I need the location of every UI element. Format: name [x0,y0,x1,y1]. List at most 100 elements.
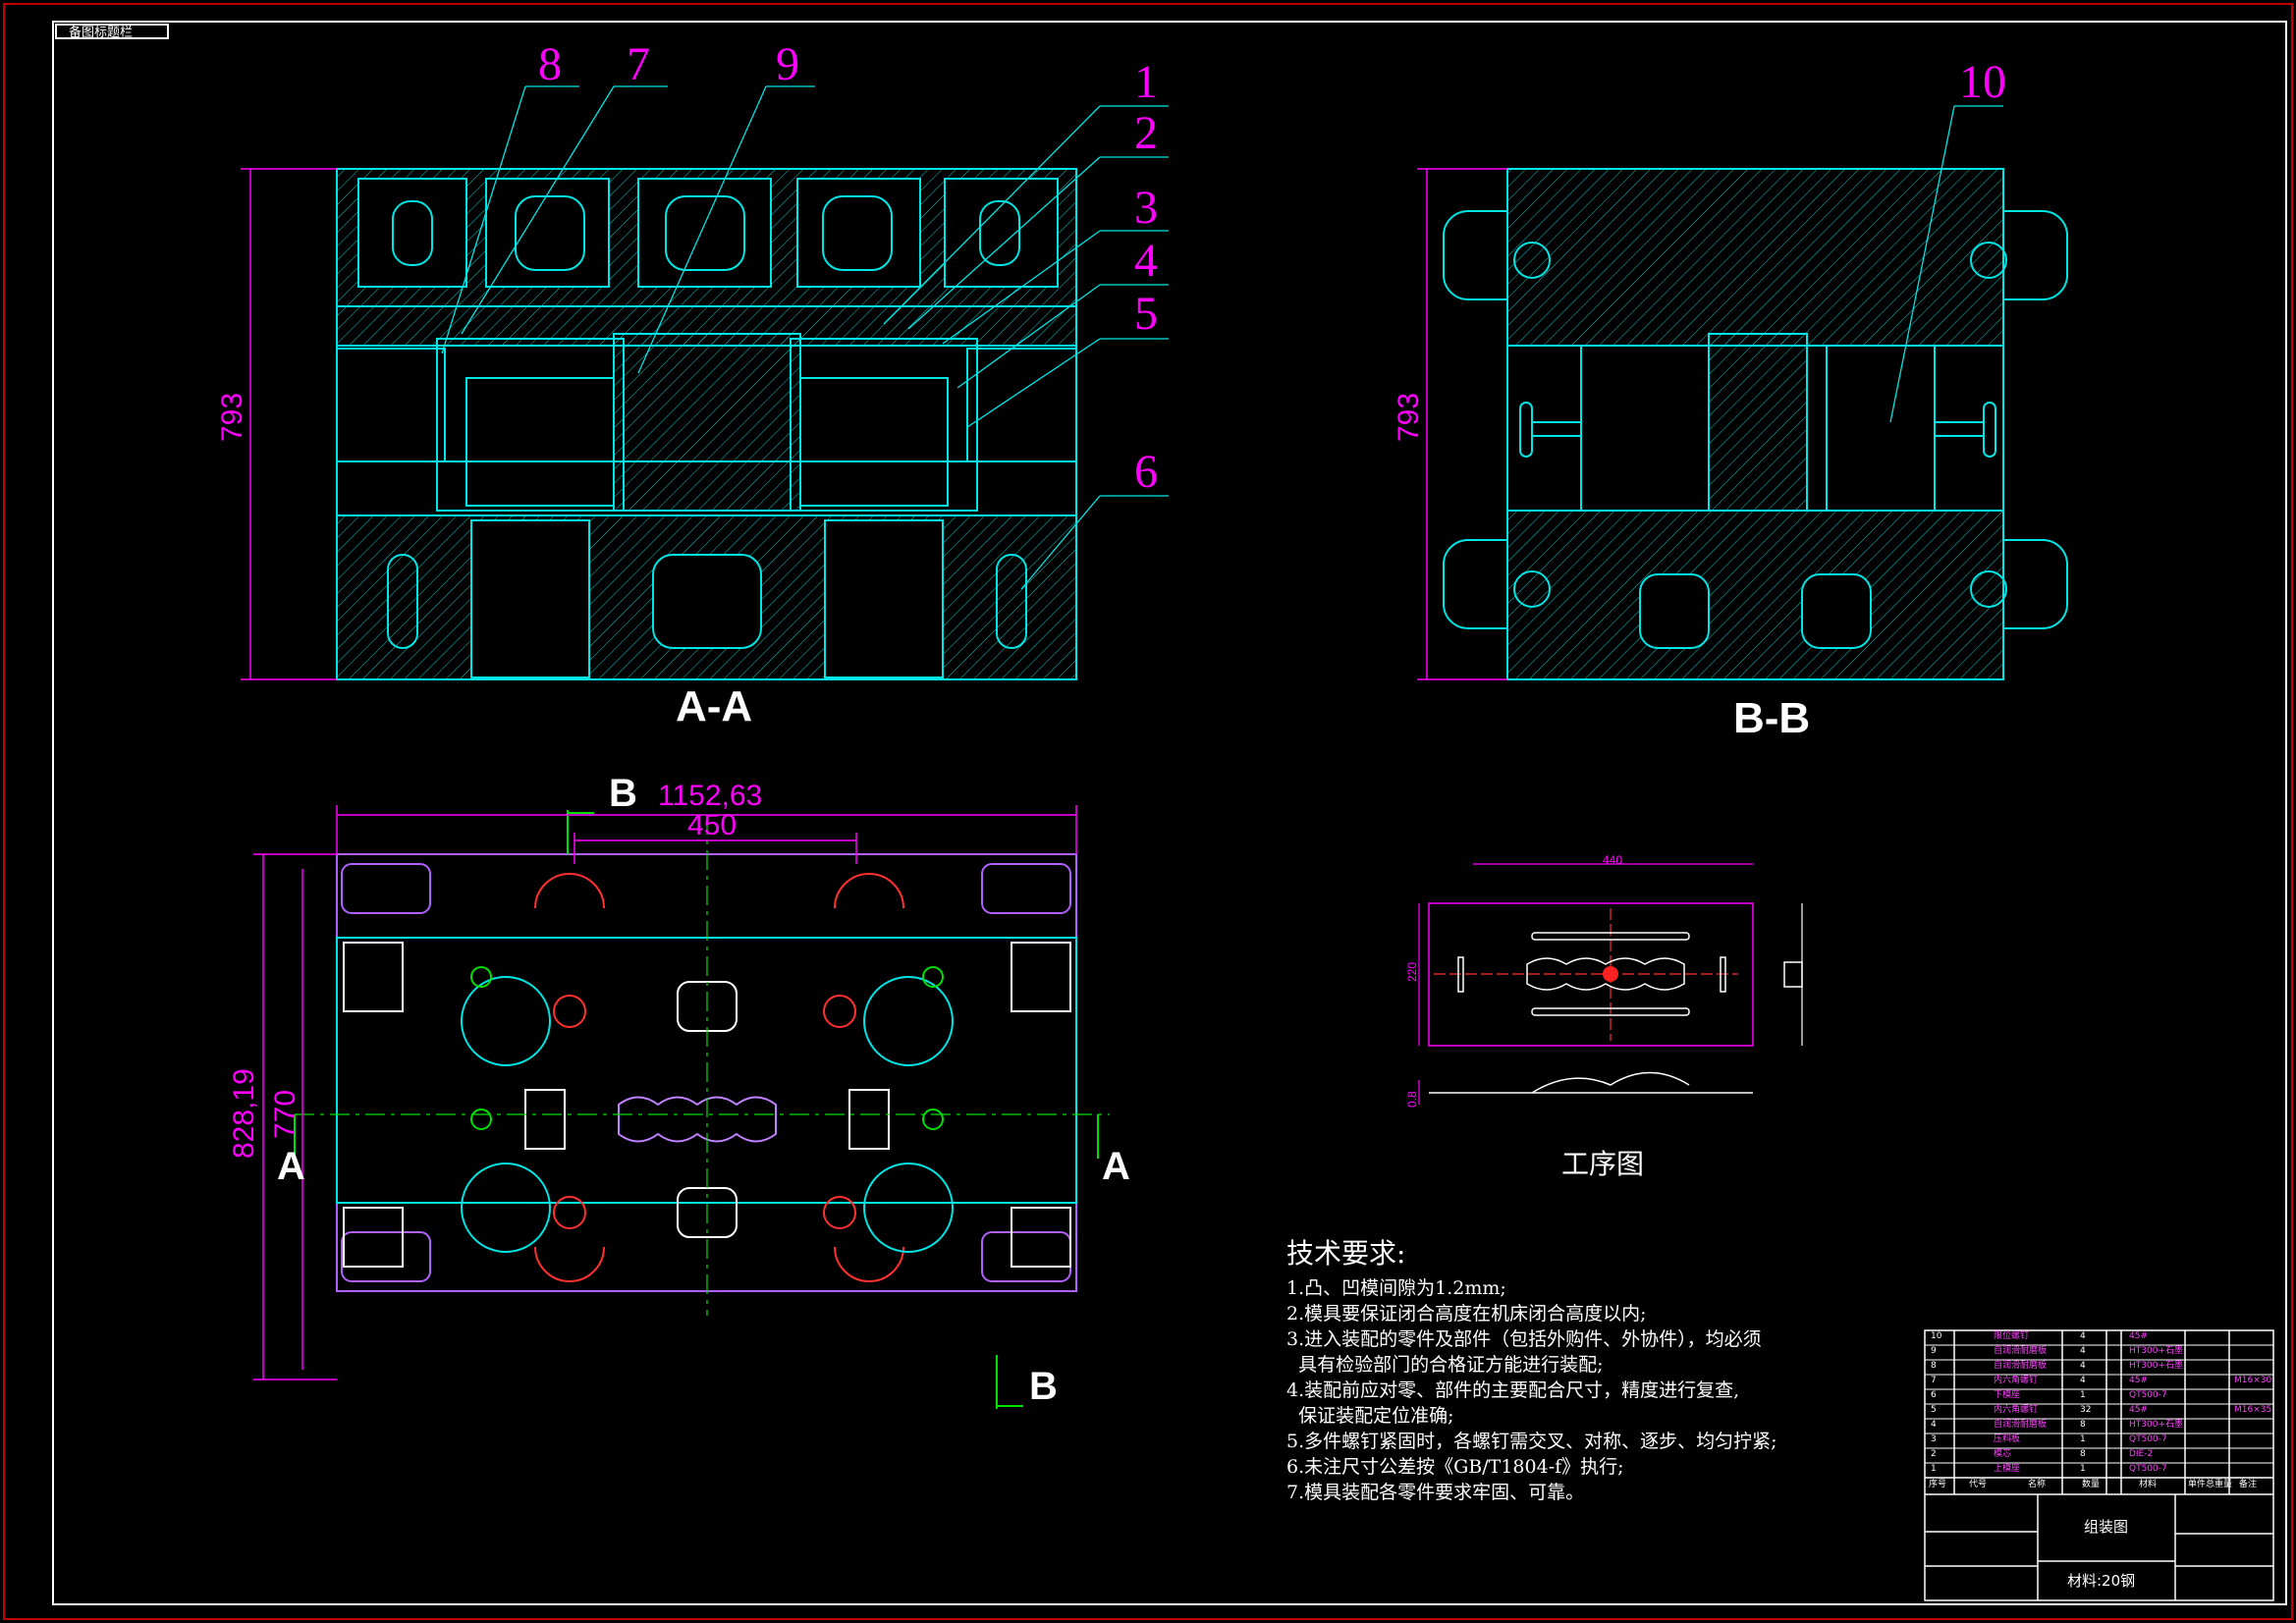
bom-cell: DIE-2 [2129,1449,2154,1459]
bom-cell: 1 [2080,1434,2086,1444]
cut-b-top-label: B [609,772,637,815]
inner-frame [52,21,2287,1605]
process-title: 工序图 [1561,1148,1645,1180]
bom-cell: 45# [2129,1331,2148,1341]
bom-cell: 模芯 [1994,1449,2012,1459]
drawing-material: 材料:20钢 [2067,1572,2136,1590]
bom-cell: 内六角螺钉 [1994,1376,2039,1385]
bom-cell: 3 [1931,1434,1937,1444]
bom-cell: 9 [1931,1346,1937,1356]
requirement-line: 6.未注尺寸公差按《GB/T1804-f》执行; [1286,1456,1624,1478]
process-view [1418,863,1803,1105]
balloon-1: 1 [1134,56,1158,108]
plan-depth-dim: 828,19 [228,1068,260,1159]
section-aa-dim [241,168,337,680]
plan-inner-depth-dim: 770 [269,1089,301,1139]
bom-cell: 5 [1931,1405,1937,1415]
balloon-leaders [441,85,2003,590]
bom-cell: M16×35 [2234,1405,2272,1415]
bom-cell: 8 [2080,1420,2086,1430]
bom-cell: 压料板 [1994,1434,2021,1444]
section-aa-label: A-A [676,682,753,730]
title-block [1924,1329,2274,1601]
balloon-4: 4 [1134,235,1158,287]
bom-cell: 10 [1931,1331,1942,1341]
bom-cell: 自润滑耐磨板 [1994,1420,2048,1430]
balloon-2: 2 [1134,107,1158,159]
bom-header-cell: 材料 [2139,1480,2158,1489]
bom-cell: 限位螺钉 [1994,1331,2030,1341]
requirement-line: 保证装配定位准确; [1286,1405,1454,1427]
bom-cell: 自润滑耐磨板 [1994,1346,2048,1356]
bom-cell: 4 [2080,1331,2086,1341]
bom-cell: 1 [1931,1464,1937,1474]
cut-a-left-label: A [277,1145,305,1188]
requirement-line: 具有检验部门的合格证方能进行装配; [1286,1354,1604,1376]
proc-width-dim: 440 [1603,853,1623,867]
outer-frame [3,3,2293,1620]
bom-header-cell: 单件总重量 [2188,1480,2233,1489]
bom-cell: 45# [2129,1376,2148,1385]
bom-cell: 2 [1931,1449,1937,1459]
plan-inner-dim: 450 [687,809,738,841]
plan-width-dim: 1152,63 [658,780,763,812]
bom-cell: 内六角螺钉 [1994,1405,2039,1415]
bom-header-cell: 序号 [1929,1480,1947,1489]
requirement-line: 2.模具要保证闭合高度在机床闭合高度以内; [1286,1303,1647,1325]
bom-cell: 4 [2080,1376,2086,1385]
requirements-title: 技术要求: [1286,1237,1406,1270]
section-bb-label: B-B [1733,694,1811,742]
bom-cell: 下模座 [1994,1390,2021,1400]
bom-cell: 上模座 [1994,1464,2021,1474]
aa-height-dim: 793 [216,392,248,442]
bom-cell: HT300+石墨 [2129,1361,2183,1371]
balloon-6: 6 [1134,446,1158,498]
balloon-3: 3 [1134,182,1158,234]
requirement-line: 4.装配前应对零、部件的主要配合尺寸，精度进行复查, [1286,1380,1740,1401]
bom-cell: 45# [2129,1405,2148,1415]
cut-b-bottom-label: B [1029,1365,1058,1408]
plan-view [294,810,1110,1409]
requirement-line: 3.进入装配的零件及部件（包括外购件、外协件），均必须 [1286,1328,1762,1350]
section-bb-dim [1417,168,1507,680]
bom-cell: 32 [2080,1405,2092,1415]
proc-depth-dim: 220 [1405,961,1419,982]
bom-cell: QT500-7 [2129,1390,2167,1400]
bom-cell: 8 [2080,1449,2086,1459]
bb-height-dim: 793 [1393,392,1425,442]
bom-header-cell: 名称 [2028,1480,2047,1489]
bom-header-cell: 代号 [1969,1480,1988,1489]
bom-cell: 4 [2080,1346,2086,1356]
bom-cell: 自润滑耐磨板 [1994,1361,2048,1371]
plan-dims [253,805,1077,1380]
balloon-9: 9 [776,38,799,90]
bom-cell: M16×30 [2234,1376,2272,1385]
bom-cell: 7 [1931,1376,1937,1385]
bom-cell: 6 [1931,1390,1937,1400]
bom-cell: 1 [2080,1390,2086,1400]
requirement-line: 7.模具装配各零件要求牢固、可靠。 [1286,1482,1585,1503]
corner-title-tab: 备图标题栏 [55,24,169,40]
drawing-title: 组装图 [2084,1518,2129,1536]
balloon-8: 8 [538,38,562,90]
bom-cell: QT500-7 [2129,1464,2167,1474]
bom-header-cell: 数量 [2082,1480,2101,1489]
section-aa-view [336,168,1077,680]
balloon-10: 10 [1959,56,2006,108]
requirement-line: 1.凸、凹模间隙为1.2mm; [1286,1277,1506,1299]
balloon-7: 7 [627,38,650,90]
bom-cell: 4 [1931,1420,1937,1430]
bom-cell: 4 [2080,1361,2086,1371]
bom-cell: HT300+石墨 [2129,1420,2183,1430]
bom-row-lines [1925,1344,2273,1479]
requirement-line: 5.多件螺钉紧固时，各螺钉需交叉、对称、逐步、均匀拧紧; [1286,1431,1777,1452]
section-bb-view [1443,168,2068,680]
bom-cell: 1 [2080,1464,2086,1474]
proc-thick-dim: 0.8 [1405,1091,1419,1108]
cut-a-right-label: A [1102,1145,1130,1188]
balloon-5: 5 [1134,288,1158,340]
bom-cell: QT500-7 [2129,1434,2167,1444]
bom-cell: HT300+石墨 [2129,1346,2183,1356]
bom-cell: 8 [1931,1361,1937,1371]
